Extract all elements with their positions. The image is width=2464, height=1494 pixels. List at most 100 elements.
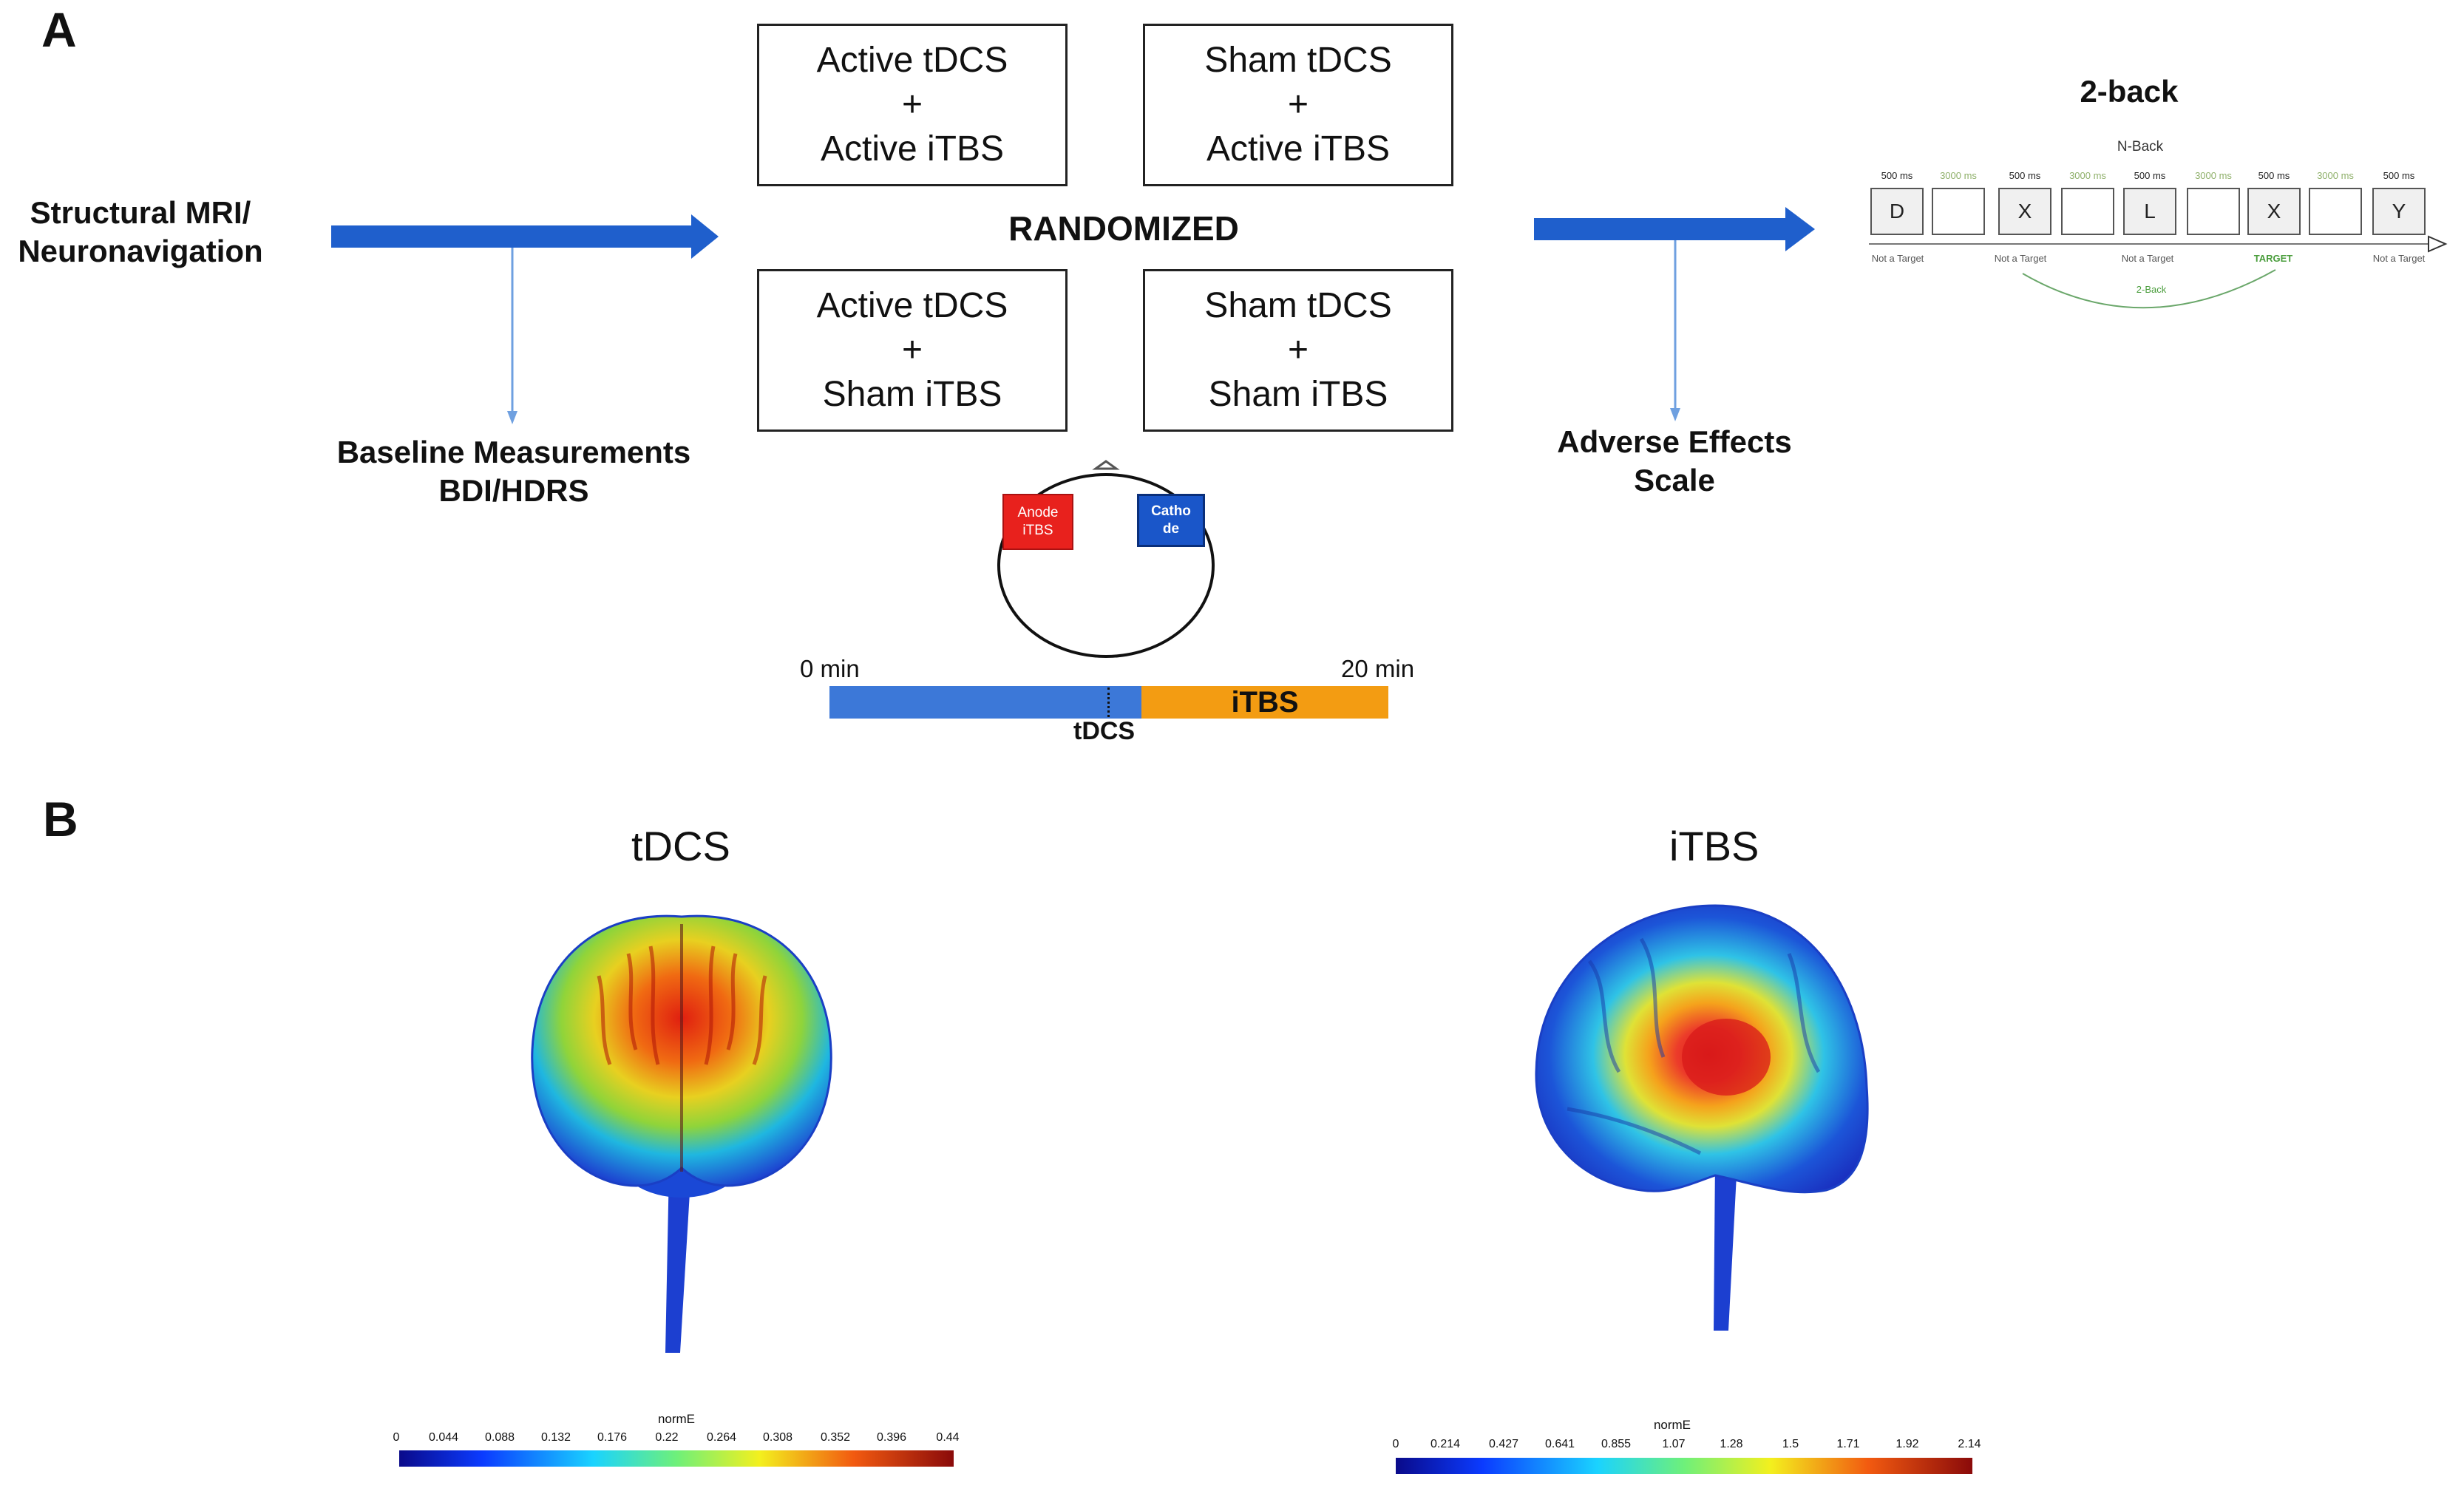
panel-label-b: B — [43, 792, 78, 846]
brain-tdcs — [531, 914, 832, 1353]
condition-line: Active iTBS — [1206, 129, 1391, 169]
colorbar-tick: 0.641 — [1544, 1438, 1575, 1450]
nback-target-label: TARGET — [2253, 253, 2293, 264]
nback-label: Not a Target — [1994, 253, 2047, 264]
condition-box-sham-active: Sham tDCS + Active iTBS — [1143, 24, 1453, 186]
nback-time: 500 ms — [1881, 170, 1913, 181]
colorbar-tick: 1.71 — [1836, 1438, 1860, 1450]
nback-cell: X — [1998, 188, 2051, 235]
colorbar-tdcs-title: normE — [657, 1412, 696, 1426]
nback-time: 3000 ms — [2069, 170, 2106, 181]
nback-cell-blank — [2309, 188, 2362, 235]
nback-cell: X — [2247, 188, 2301, 235]
colorbar-tick: 0.855 — [1601, 1438, 1632, 1450]
colorbar-tick: 0.22 — [655, 1431, 679, 1444]
colorbar-tick: 1.5 — [1782, 1438, 1799, 1450]
colorbar-tick: 1.28 — [1720, 1438, 1743, 1450]
nback-timeline-arrow — [1869, 235, 2448, 309]
structural-mri-label: Structural MRI/ Neuronavigation — [0, 194, 281, 271]
nback-cell: L — [2123, 188, 2176, 235]
condition-box-active-active: Active tDCS + Active iTBS — [757, 24, 1068, 186]
thin-arrow-adverse — [1670, 240, 1680, 421]
baseline-label: Baseline Measurements BDI/HDRS — [303, 433, 724, 510]
nback-cell-blank — [2061, 188, 2114, 235]
colorbar-tick: 0 — [1392, 1438, 1399, 1450]
head-outline — [997, 473, 1215, 658]
nback-cell: D — [1870, 188, 1924, 235]
two-back-label: 2-Back — [2136, 284, 2167, 295]
colorbar-tick: 0.352 — [820, 1431, 851, 1444]
arrow-1 — [331, 214, 719, 259]
brain-itbs — [1535, 904, 1869, 1331]
cathode-label: Catho — [1151, 503, 1191, 519]
colorbar-itbs-title: normE — [1653, 1418, 1691, 1432]
cathode-label-2: de — [1162, 521, 1180, 537]
brain-title-tdcs: tDCS — [631, 823, 730, 869]
nback-cell-blank — [1932, 188, 1985, 235]
colorbar-tick: 0.264 — [706, 1431, 737, 1444]
baseline-line2: BDI/HDRS — [438, 473, 589, 508]
baseline-line1: Baseline Measurements — [336, 435, 691, 469]
itbs-bar-label: iTBS — [1231, 685, 1299, 719]
colorbar-tick: 0.088 — [484, 1431, 515, 1444]
nback-label: Not a Target — [2121, 253, 2174, 264]
condition-line: Sham tDCS — [1204, 41, 1392, 80]
condition-plus: + — [1287, 85, 1309, 124]
condition-line: Active tDCS — [816, 286, 1008, 325]
colorbar-tick: 0.308 — [762, 1431, 793, 1444]
condition-line: Sham tDCS — [1204, 286, 1392, 325]
condition-line: Active iTBS — [820, 129, 1005, 169]
nback-time: 500 ms — [2258, 170, 2290, 181]
colorbar-tick: 1.07 — [1662, 1438, 1686, 1450]
condition-box-sham-sham: Sham tDCS + Sham iTBS — [1143, 269, 1453, 432]
thin-arrow-baseline — [507, 248, 517, 424]
timeline-start-label: 0 min — [800, 655, 860, 682]
structural-mri-line1: Structural MRI/ — [30, 195, 251, 230]
colorbar-tick: 0.44 — [936, 1431, 960, 1444]
anode-label: Anode — [1017, 505, 1059, 520]
nback-time: 500 ms — [2383, 170, 2415, 181]
nback-time: 500 ms — [2134, 170, 2166, 181]
nback-time: 3000 ms — [2317, 170, 2354, 181]
condition-plus: + — [1287, 330, 1309, 370]
condition-line: Sham iTBS — [822, 375, 1002, 414]
colorbar-tick: 0.176 — [597, 1431, 628, 1444]
nback-cell: Y — [2372, 188, 2426, 235]
adverse-line2: Scale — [1634, 463, 1715, 498]
colorbar-tick: 0.396 — [876, 1431, 907, 1444]
head-diagram — [997, 460, 1215, 658]
colorbar-tick: 0.214 — [1430, 1438, 1461, 1450]
colorbar-tick: 0 — [393, 1431, 400, 1444]
tdcs-bar — [829, 686, 1141, 719]
condition-line: Sham iTBS — [1208, 375, 1388, 414]
brain-title-itbs: iTBS — [1669, 823, 1759, 869]
nback-time: 3000 ms — [1940, 170, 1977, 181]
condition-box-active-sham: Active tDCS + Sham iTBS — [757, 269, 1068, 432]
colorbar-tick: 0.044 — [428, 1431, 459, 1444]
timeline-end-label: 20 min — [1341, 655, 1415, 682]
colorbar-tick: 0.427 — [1488, 1438, 1519, 1450]
anode-label-2: iTBS — [1022, 523, 1053, 538]
nback-time: 500 ms — [2009, 170, 2041, 181]
condition-plus: + — [901, 85, 923, 124]
tdcs-bar-label: tDCS — [1073, 717, 1136, 745]
nback-label: Not a Target — [2372, 253, 2426, 264]
adverse-line1: Adverse Effects — [1557, 424, 1792, 459]
nback-label: Not a Target — [1871, 253, 1924, 264]
colorbar-itbs — [1396, 1458, 1972, 1474]
structural-mri-line2: Neuronavigation — [18, 234, 263, 268]
nback-title: 2-back — [2080, 74, 2179, 109]
colorbar-tick: 2.14 — [1958, 1438, 1981, 1450]
anode-electrode: Anode iTBS — [1002, 494, 1073, 550]
nback-time: 3000 ms — [2195, 170, 2232, 181]
randomized-label: RANDOMIZED — [1008, 209, 1239, 248]
two-back-curve — [2022, 269, 2276, 309]
timeline-divider — [1107, 687, 1110, 717]
colorbar-tdcs — [399, 1450, 954, 1467]
cathode-electrode: Catho de — [1137, 494, 1205, 547]
nback-arrowhead — [2428, 235, 2448, 253]
condition-line: Active tDCS — [816, 41, 1008, 80]
panel-label-a: A — [41, 2, 77, 57]
